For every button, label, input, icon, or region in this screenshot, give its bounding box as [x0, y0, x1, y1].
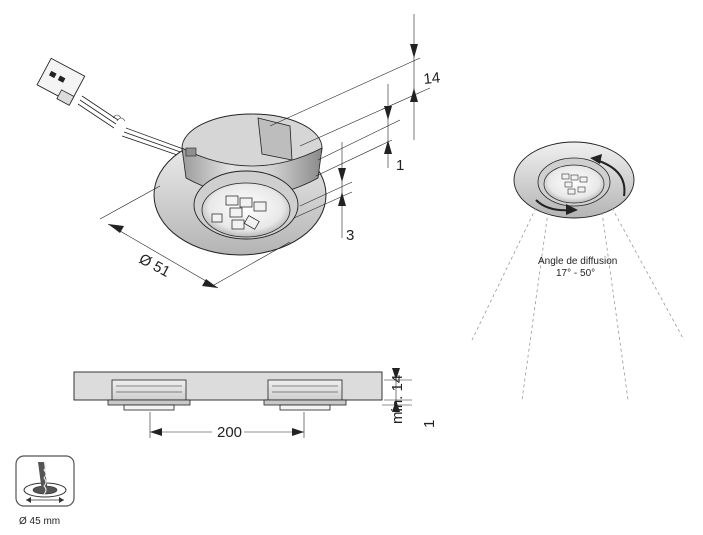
height-step-label: 1	[396, 157, 404, 174]
spacing-label: 200	[217, 424, 242, 441]
min-depth-label: min. 14	[389, 375, 406, 424]
lamp-3d-view: Ø 51 14 1 3	[36, 14, 441, 289]
diameter-label: Ø 51	[136, 251, 173, 281]
spacing-dimension: 200	[149, 412, 305, 441]
swivel-lens	[543, 164, 605, 204]
installation-section: 200 min. 14 1	[73, 368, 438, 441]
rotation-arrow-icon	[535, 154, 626, 215]
height-total-label: 14	[423, 69, 441, 88]
connector-plug	[36, 57, 86, 106]
depth-dimension: min. 14 1	[382, 368, 438, 428]
swivel-leds	[561, 173, 588, 195]
led-cluster	[211, 195, 267, 230]
light-beams	[471, 207, 685, 401]
diffusion-view: Angle de diffusion 17° - 50°	[471, 141, 685, 401]
flange-label: 1	[421, 420, 438, 428]
diffusion-range: 17° - 50°	[556, 268, 595, 279]
cable	[77, 95, 187, 159]
cutout-label: Ø 45 mm	[19, 516, 60, 527]
diffusion-label: Angle de diffusion	[538, 256, 617, 267]
recessed-lamp-right	[263, 379, 347, 411]
height-lens-label: 3	[346, 227, 354, 244]
recessed-lamp-left	[107, 379, 191, 411]
cutout-drill-icon	[15, 455, 75, 507]
lens	[201, 182, 291, 238]
height-dimensions: 14 1 3	[269, 14, 441, 244]
